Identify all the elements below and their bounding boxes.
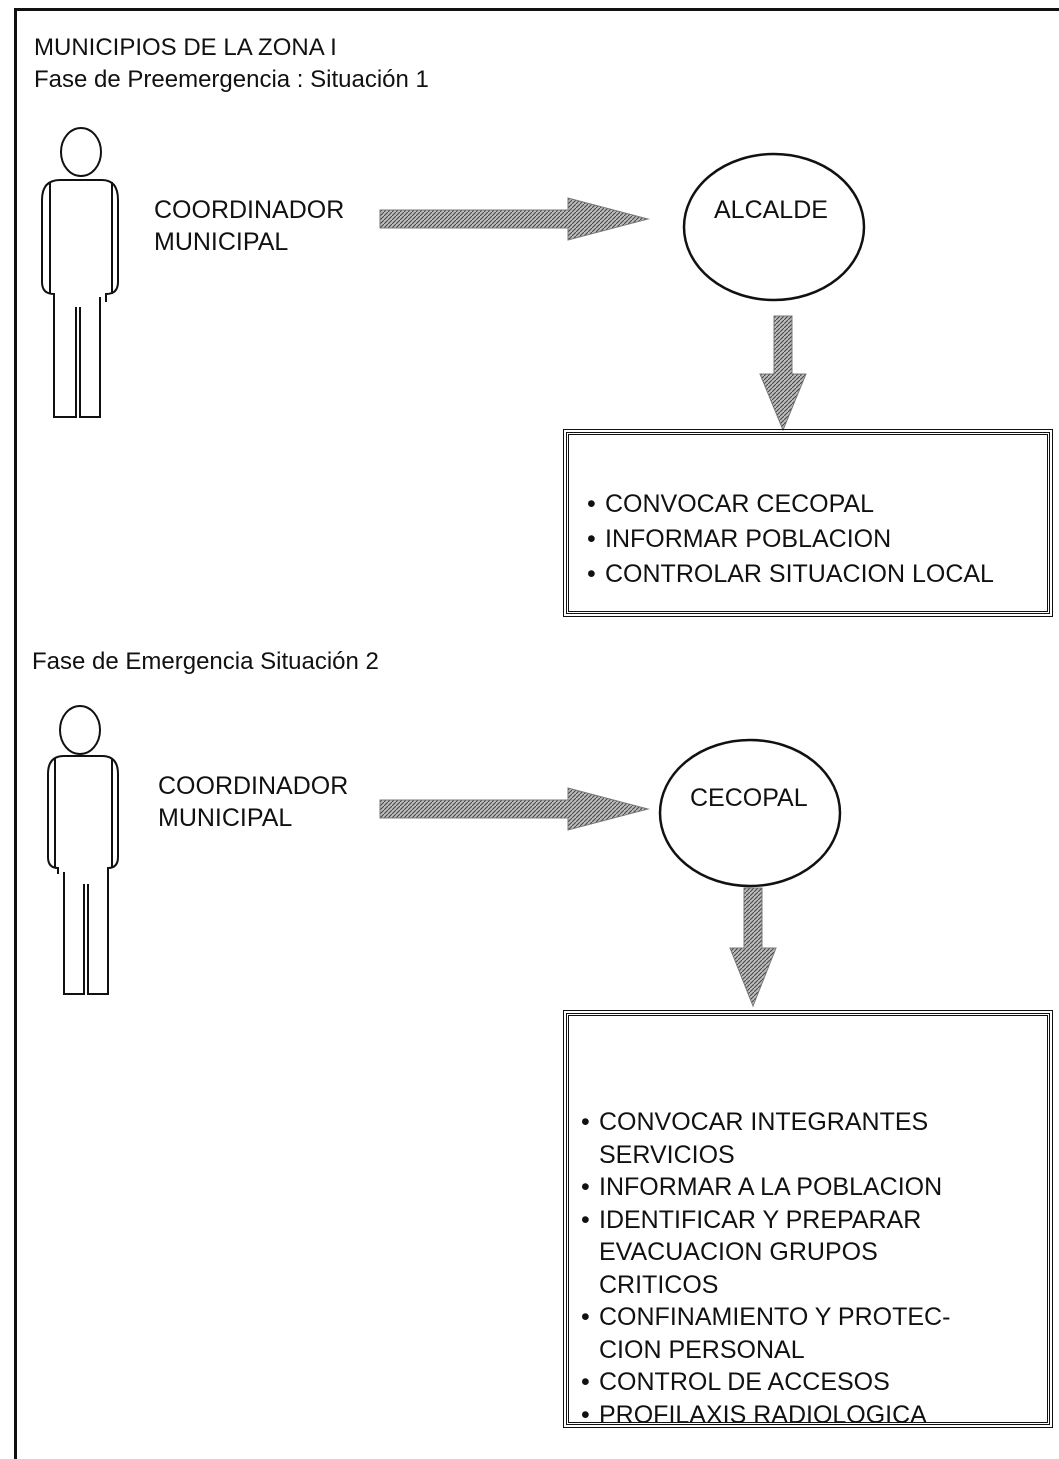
cecopal-node-ellipse [658,738,842,888]
hatched-arrow-icon [379,787,650,831]
person-icon [47,705,119,995]
emergency-actions-list: CONVOCAR INTEGRANTES SERVICIOS INFORMAR … [581,1106,950,1431]
alcalde-node-ellipse [682,152,866,302]
list-item: CONVOCAR CECOPAL [587,487,994,522]
list-item: PROFILAXIS RADIOLOGICA [581,1399,950,1432]
hatched-arrow-icon [379,197,650,241]
alcalde-node-label: ALCALDE [714,196,828,224]
list-item: CONVOCAR INTEGRANTES SERVICIOS [581,1106,950,1171]
coordinator-label: COORDINADOR MUNICIPAL [158,772,349,832]
list-item: CONFINAMIENTO Y PROTEC- CION PERSONAL [581,1301,950,1366]
frame-left-border [14,8,17,1459]
frame-top-border [14,8,1059,11]
list-item: INFORMAR A LA POBLACION [581,1171,950,1204]
preemergency-actions-list: CONVOCAR CECOPAL INFORMAR POBLACION CONT… [587,487,994,592]
cecopal-node-label: CECOPAL [690,784,808,812]
hatched-arrow-down-icon [729,887,777,1008]
coordinator-label: COORDINADOR MUNICIPAL [154,196,345,256]
list-item: IDENTIFICAR Y PREPARAR EVACUACION GRUPOS… [581,1204,950,1302]
phase-1-label: Fase de Preemergencia : Situación 1 [34,66,429,93]
page-title: MUNICIPIOS DE LA ZONA I [34,34,337,61]
phase-2-label: Fase de Emergencia Situación 2 [32,648,379,675]
list-item: CONTROL DE ACCESOS [581,1366,950,1399]
list-item: CONTROLAR SITUACION LOCAL [587,557,994,592]
list-item: INFORMAR POBLACION [587,522,994,557]
preemergency-actions-box: CONVOCAR CECOPAL INFORMAR POBLACION CONT… [563,429,1053,617]
emergency-actions-box: CONVOCAR INTEGRANTES SERVICIOS INFORMAR … [563,1010,1053,1431]
person-icon [41,127,119,418]
hatched-arrow-down-icon [759,315,807,432]
